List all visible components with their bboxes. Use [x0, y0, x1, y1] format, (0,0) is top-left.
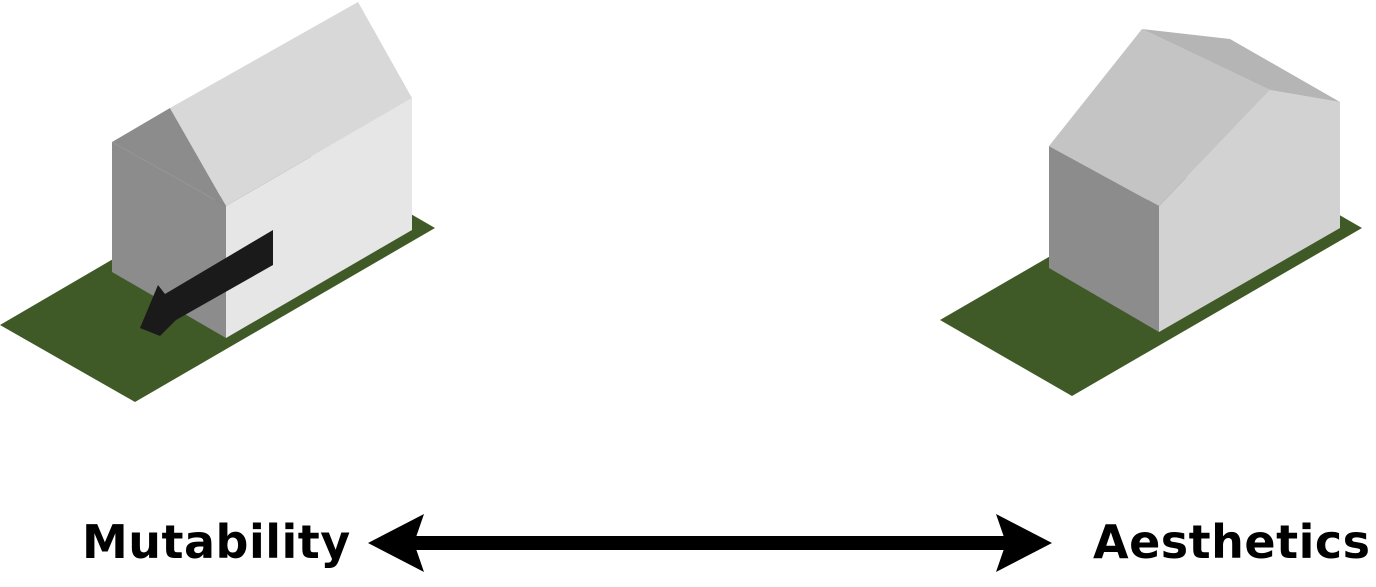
- axis-arrow-right-head: [996, 514, 1052, 572]
- right-house-roof-top: [1142, 29, 1340, 102]
- right-house-icon: [940, 29, 1362, 396]
- aesthetics-label: Aesthetics: [1093, 515, 1371, 569]
- axis-arrow-shaft: [410, 536, 1010, 550]
- mutability-label: Mutability: [82, 515, 351, 569]
- axis-arrow-left-head: [368, 514, 424, 572]
- left-house-front-wall: [226, 98, 412, 338]
- right-house-side-wall: [1049, 146, 1159, 332]
- left-house-icon: [0, 2, 435, 402]
- left-house-gable: [112, 108, 226, 206]
- extension-arrow-icon: [140, 230, 273, 336]
- left-house-roof: [170, 2, 412, 206]
- double-headed-arrow-icon: [368, 514, 1052, 572]
- right-house-front-wall: [1159, 90, 1340, 332]
- right-house-roof-left: [1049, 29, 1270, 206]
